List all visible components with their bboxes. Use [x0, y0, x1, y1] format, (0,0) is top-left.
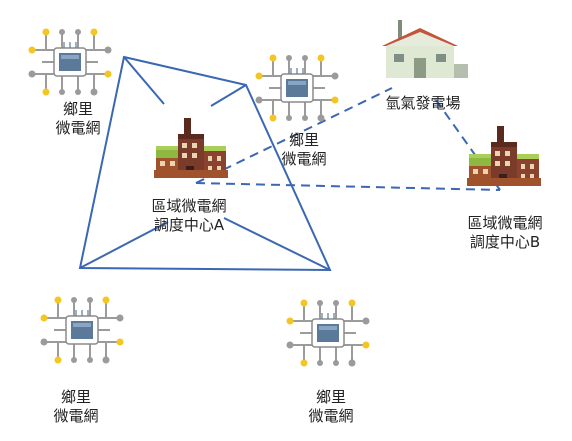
- dispatch-center-b-building-icon: [467, 126, 541, 186]
- microgrid-chip-icon-top-mid: [254, 53, 340, 123]
- link-hub-a-to-bottom-left: [79, 221, 169, 269]
- label-microgrid-bottom-left: 鄉里 微電網: [53, 388, 99, 425]
- link-hub-a-to-hub-b: [195, 182, 501, 191]
- label-microgrid-top-left: 鄉里 微電網: [55, 100, 101, 137]
- microgrid-chip-icon-bottom-mid: [285, 298, 371, 368]
- label-dispatch-center-b: 區域微電網 調度中心B: [467, 214, 543, 251]
- label-microgrid-bottom-mid: 鄉里 微電網: [308, 388, 354, 425]
- link-hub-a-to-hydrogen: [195, 87, 393, 184]
- label-microgrid-top-mid: 鄉里 微電網: [281, 131, 327, 168]
- microgrid-chip-icon-top-left: [27, 27, 113, 97]
- hydrogen-plant-icon: [382, 20, 468, 78]
- link-hub-a-to-bottom-right: [223, 217, 331, 271]
- label-dispatch-center-a: 區域微電網 調度中心A: [151, 197, 227, 234]
- link-hub-a-to-top-right-corner: [210, 84, 247, 107]
- microgrid-chip-icon-bottom-left: [39, 295, 125, 365]
- link-hub-a-to-top-left-corner: [123, 56, 165, 105]
- label-hydrogen-plant: 氫氣發電場: [385, 94, 461, 112]
- dispatch-center-a-building-icon: [154, 118, 228, 178]
